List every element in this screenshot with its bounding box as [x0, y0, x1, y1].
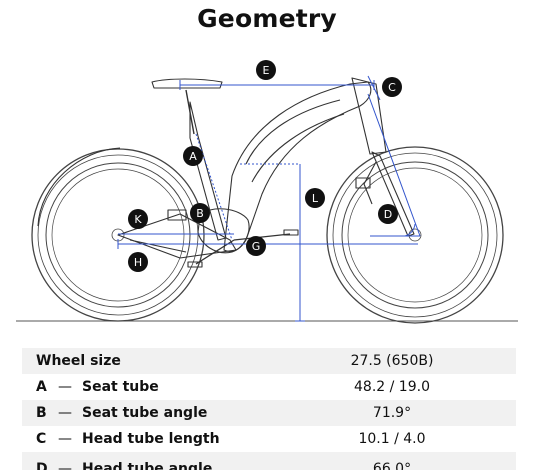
row-dash: — [58, 379, 72, 395]
row-letter: B [36, 405, 47, 421]
table-row: A — Seat tube 48.2 / 19.0 [22, 374, 516, 400]
svg-text:K: K [134, 213, 142, 226]
row-label: Wheel size [36, 353, 121, 369]
svg-text:E: E [263, 64, 270, 77]
row-letter: A [36, 379, 47, 395]
row-value: 66.0° [372, 461, 412, 470]
svg-text:A: A [189, 150, 197, 163]
svg-text:D: D [384, 208, 392, 221]
row-label: Head tube angle [82, 461, 213, 470]
marker-K: K [128, 209, 148, 229]
row-label: Head tube length [82, 431, 220, 447]
dimension-lines [117, 75, 421, 322]
row-label: Seat tube [82, 379, 159, 395]
front-wheel [326, 146, 504, 324]
table-row: Wheel size 27.5 (650B) [22, 348, 516, 374]
svg-text:G: G [252, 240, 261, 253]
rear-wheel [31, 148, 205, 322]
svg-text:H: H [134, 256, 142, 269]
bike-frame [37, 77, 415, 268]
row-value: 27.5 (650B) [350, 353, 434, 369]
row-letter: C [36, 431, 47, 447]
marker-B: B [190, 203, 210, 223]
row-dash: — [58, 431, 72, 447]
table-row: B — Seat tube angle 71.9° [22, 400, 516, 426]
marker-C: C [382, 77, 402, 97]
marker-G: G [246, 236, 266, 256]
row-dash: — [58, 461, 72, 470]
row-label: Seat tube angle [82, 405, 208, 421]
marker-L: L [305, 188, 325, 208]
table-row: C — Head tube length 10.1 / 4.0 [22, 426, 516, 452]
marker-A: A [183, 146, 203, 166]
page-title: Geometry [197, 4, 337, 33]
marker-H: H [128, 252, 148, 272]
svg-text:C: C [388, 81, 396, 94]
row-value: 48.2 / 19.0 [354, 379, 430, 395]
row-value: 71.9° [372, 405, 412, 421]
svg-text:L: L [312, 192, 319, 205]
row-dash: — [58, 405, 72, 421]
row-value: 10.1 / 4.0 [358, 431, 426, 447]
geometry-spec-table: Wheel size 27.5 (650B) A — Seat tube 48.… [22, 348, 516, 470]
marker-D: D [378, 204, 398, 224]
row-letter: D [36, 461, 48, 470]
marker-E: E [256, 60, 276, 80]
svg-text:B: B [196, 207, 204, 220]
table-row: D — Head tube angle 66.0° [22, 452, 516, 470]
bike-geometry-diagram: E C A L B K D G H [16, 60, 518, 324]
